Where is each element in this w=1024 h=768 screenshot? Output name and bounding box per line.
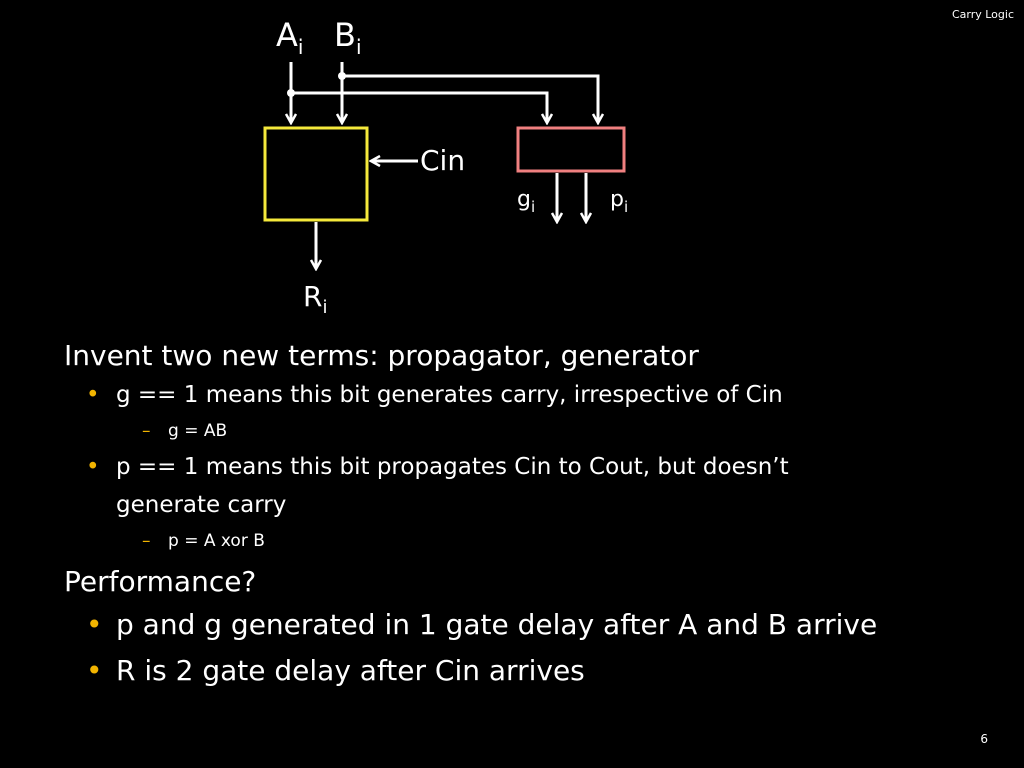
slide-body: Invent two new terms: propagator, genera… <box>64 336 994 694</box>
bullet-perf-1: • p and g generated in 1 gate delay afte… <box>64 602 994 648</box>
bullet-icon: • <box>86 654 103 687</box>
sub-propagate-text: p = A xor B <box>168 531 265 551</box>
bullet-icon: • <box>86 608 103 641</box>
bullet-perf-2-text: R is 2 gate delay after Cin arrives <box>116 654 585 687</box>
bullet-perf-1-text: p and g generated in 1 gate delay after … <box>116 608 878 641</box>
heading-terms: Invent two new terms: propagator, genera… <box>64 339 699 372</box>
pg-box <box>516 126 626 173</box>
g-output-label: gi <box>517 187 535 216</box>
page-number: 6 <box>980 732 988 746</box>
bullet-icon: • <box>86 454 100 480</box>
dash-icon: – <box>142 531 151 551</box>
cin-label: Cin <box>420 144 465 177</box>
carry-logic-diagram: Ai Bi Cin gi pi Ri <box>263 16 628 318</box>
sub-generate: – g = AB <box>64 414 994 448</box>
sub-generate-text: g = AB <box>168 421 228 441</box>
p-output-label: pi <box>610 187 628 216</box>
wire-a-pg <box>291 91 547 123</box>
input-b-label: Bi <box>334 16 362 59</box>
slide-header: Carry Logic <box>951 8 1014 21</box>
bullet-generate-text: g == 1 means this bit generates carry, i… <box>116 382 783 408</box>
bullet-propagate: • p == 1 means this bit propagates Cin t… <box>64 448 994 524</box>
bullet-perf-2: • R is 2 gate delay after Cin arrives <box>64 648 994 694</box>
input-a-label: Ai <box>276 16 303 59</box>
sub-propagate: – p = A xor B <box>64 524 994 558</box>
bullet-propagate-line1: p == 1 means this bit propagates Cin to … <box>116 454 789 480</box>
junction-b <box>338 72 346 80</box>
r-output-label: Ri <box>303 280 327 318</box>
adder-box <box>263 126 369 222</box>
bullet-icon: • <box>86 382 100 408</box>
wire-b-pg <box>342 74 598 123</box>
bullet-propagate-line2: generate carry <box>116 492 287 518</box>
heading-performance: Performance? <box>64 565 257 598</box>
junction-a <box>287 89 295 97</box>
bullet-generate: • g == 1 means this bit generates carry,… <box>64 376 994 414</box>
dash-icon: – <box>142 421 151 441</box>
